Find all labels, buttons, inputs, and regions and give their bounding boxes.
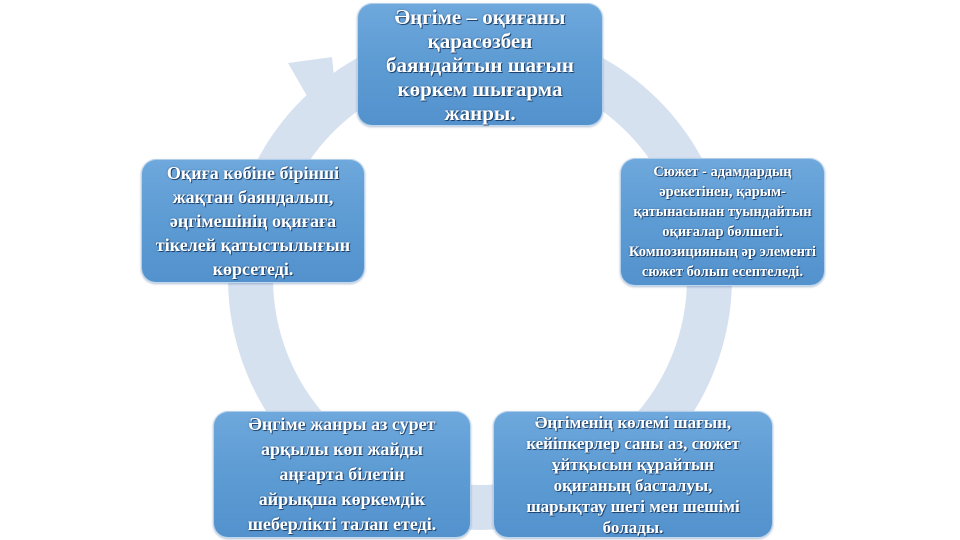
node-text-line: жақтан баяндалып, [172, 187, 334, 207]
cycle-node-top: Әңгіме – оқиғаны қарасөзбен баяндайтын ш… [357, 3, 603, 126]
node-text-line: оқиғалар бөлшегі. [662, 224, 783, 240]
node-text-line: әрекетінен, қарым- [659, 184, 786, 200]
node-text-line: Әңгіме жанры аз сурет [248, 414, 436, 434]
node-text-line: шарықтау шегі мен шешімі [526, 496, 740, 516]
node-text-line: аңғарта білетін [279, 464, 405, 484]
node-text-line: баяндайтын шағын [385, 52, 574, 77]
node-text-line: шеберлікті талап етеді. [247, 514, 437, 534]
node-text-line: көрсетеді. [212, 259, 294, 279]
node-text-line: қарасөзбен [427, 28, 533, 53]
node-text-line: сюжет болып есептеледі. [641, 264, 804, 280]
node-text-line: арқылы көп жайды [261, 439, 423, 459]
node-text-line: болады. [602, 517, 664, 537]
node-text-line: Әңгіменің көлемі шағын, [534, 412, 732, 432]
cycle-node-left: Оқиға көбіне бірінші жақтан баяндалып, ә… [141, 159, 365, 283]
node-text-line: кейіпкерлер саны аз, сюжет [526, 433, 740, 453]
cycle-node-bottom-right: Әңгіменің көлемі шағын, кейіпкерлер саны… [493, 411, 773, 538]
node-text-line: қатынасынан туындайтын [633, 204, 812, 220]
node-text-line: жанры. [444, 100, 516, 125]
node-text-line: тікелей қатыстылығын [155, 235, 351, 255]
node-text-line: айрықша көркемдік [258, 489, 426, 509]
node-text-line: Оқиға көбіне бірінші [166, 163, 340, 183]
node-text-line: көркем шығарма [397, 76, 563, 101]
node-text-line: оқиғаның басталуы, [553, 475, 713, 495]
cycle-node-right: Сюжет - адамдардың әрекетінен, қарым- қа… [620, 158, 825, 286]
node-text-line: Әңгіме – оқиғаны [394, 4, 566, 29]
node-text-line: Сюжет - адамдардың [653, 164, 792, 180]
cycle-arrowhead-icon [288, 57, 337, 106]
node-text-line: ұйтқысын құрайтын [551, 454, 715, 474]
node-text-line: Композицияның әр элементі [628, 244, 817, 260]
cycle-node-bottom-left: Әңгіме жанры аз сурет арқылы көп жайды а… [213, 411, 471, 538]
node-text-line: әңгімешінің оқиғаға [169, 211, 337, 231]
